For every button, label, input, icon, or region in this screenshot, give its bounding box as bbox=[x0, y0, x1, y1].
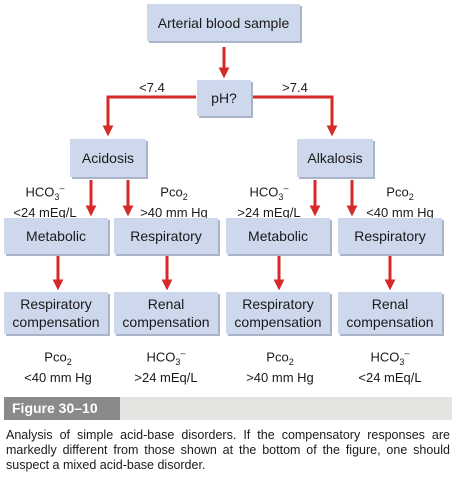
type-label: Metabolic bbox=[26, 228, 86, 244]
type-box: Respiratory bbox=[338, 218, 442, 254]
ph-decision-label: pH? bbox=[211, 90, 237, 106]
arrow-ph-to-alkalosis bbox=[251, 95, 338, 137]
condition-label: HCO3– >24 mEq/L bbox=[237, 183, 301, 220]
result-label: Pco2 <40 mm Hg bbox=[24, 349, 92, 385]
type-box: Metabolic bbox=[4, 218, 108, 254]
figure-tag bbox=[4, 397, 120, 420]
flowchart: Arterial blood sample <7.4 >7.4 pH? Acid… bbox=[4, 4, 442, 385]
type-label: Metabolic bbox=[248, 228, 308, 244]
type-label: Respiratory bbox=[354, 228, 426, 244]
condition-label: Pco2 >40 mm Hg bbox=[140, 184, 208, 220]
condition-label: HCO3– <24 mEq/L bbox=[13, 183, 77, 220]
figure-caption: Analysis of simple acid-base disorders. … bbox=[6, 428, 450, 472]
start-label: Arterial blood sample bbox=[157, 14, 290, 31]
alkalosis-box: Alkalosis bbox=[297, 139, 373, 177]
arrow-ph-to-acidosis bbox=[102, 95, 196, 137]
start-box: Arterial blood sample bbox=[147, 4, 300, 41]
figure-label: Figure 30–10 bbox=[12, 400, 98, 416]
type-label: Respiratory bbox=[130, 228, 202, 244]
acidosis-box: Acidosis bbox=[70, 139, 146, 177]
branch-high-label: >7.4 bbox=[282, 80, 308, 95]
result-label: HCO3– >24 mEq/L bbox=[134, 348, 198, 385]
result-label: HCO3– <24 mEq/L bbox=[358, 348, 422, 385]
alkalosis-label: Alkalosis bbox=[307, 150, 363, 166]
connector-layer bbox=[52, 47, 396, 291]
result-label: Pco2 >40 mm Hg bbox=[246, 349, 314, 385]
branch-low-label: <7.4 bbox=[139, 80, 165, 95]
acidosis-label: Acidosis bbox=[81, 150, 135, 166]
type-box: Metabolic bbox=[226, 218, 330, 254]
condition-label: Pco2 <40 mm Hg bbox=[366, 184, 434, 220]
ph-decision-box: pH? bbox=[197, 80, 251, 116]
type-box: Respiratory bbox=[114, 218, 218, 254]
